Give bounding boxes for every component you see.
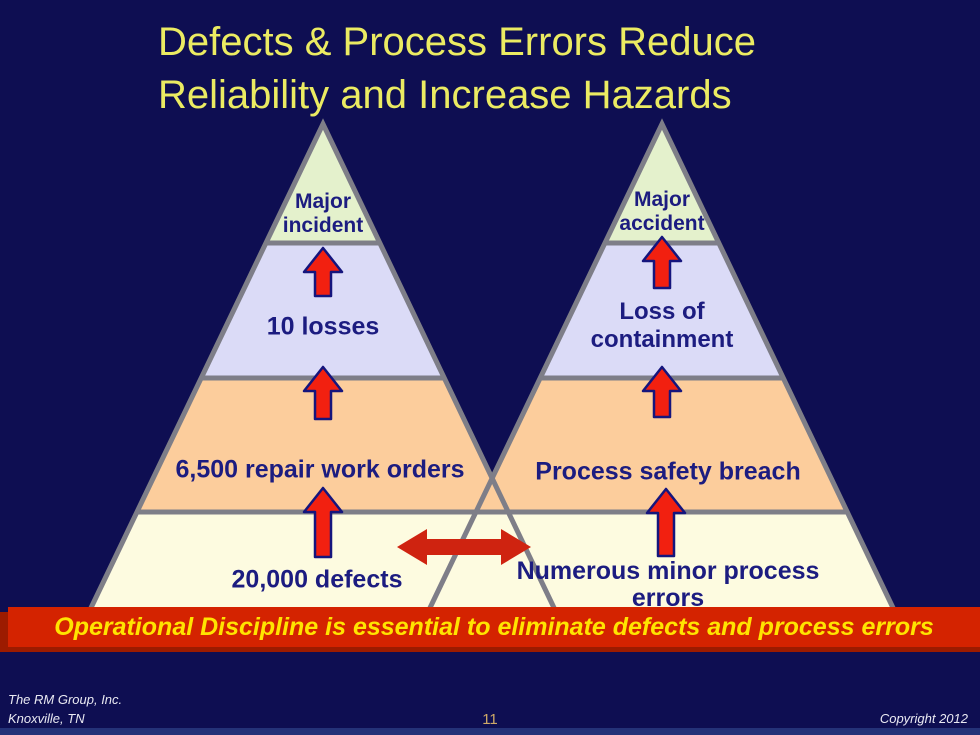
slide-title: Defects & Process Errors Reduce Reliabil…: [158, 16, 858, 122]
operational-discipline-banner: Operational Discipline is essential to e…: [8, 607, 980, 647]
right-label-safety-breach: Process safety breach: [535, 457, 801, 486]
right-tier-major-accident: [605, 124, 719, 243]
left-tier-major-incident: [266, 124, 380, 243]
up-arrows: [302, 235, 687, 559]
up-arrow-icon: [302, 246, 344, 298]
up-arrow-icon: [302, 486, 344, 559]
right-label-loss-containment: Loss of containment: [590, 298, 734, 353]
left-label-losses: 10 losses: [266, 312, 380, 341]
right-tier-loss-containment: [541, 243, 783, 378]
title-line-1: Defects & Process Errors Reduce: [158, 20, 756, 64]
footer-company: The RM Group, Inc. Knoxville, TN: [8, 692, 123, 726]
left-label-major-incident: Major incident: [282, 190, 364, 237]
title-line-2: Reliability and Increase Hazards: [158, 73, 732, 117]
up-arrow-icon: [302, 365, 344, 421]
right-label-minor-errors: Numerous minor process errors: [516, 557, 820, 612]
page-number: 11: [482, 711, 498, 728]
double-arrow-icon: [397, 529, 531, 565]
left-tier-losses: [202, 243, 444, 378]
banner-text: Operational Discipline is essential to e…: [54, 612, 934, 641]
right-label-major-accident: Major accident: [619, 188, 705, 235]
up-arrow-icon: [641, 235, 683, 290]
left-tier-repair-orders: [137, 378, 509, 512]
left-label-defects: 20,000 defects: [231, 565, 403, 594]
right-tier-safety-breach: [476, 378, 848, 512]
copyright: Copyright 2012: [879, 711, 968, 726]
bottom-bar: [0, 728, 980, 735]
up-arrow-icon: [645, 487, 687, 558]
left-pyramid-outline: [86, 118, 559, 614]
left-label-repair-orders: 6,500 repair work orders: [175, 455, 465, 484]
right-pyramid-outline: [425, 118, 898, 614]
up-arrow-icon: [641, 365, 683, 419]
